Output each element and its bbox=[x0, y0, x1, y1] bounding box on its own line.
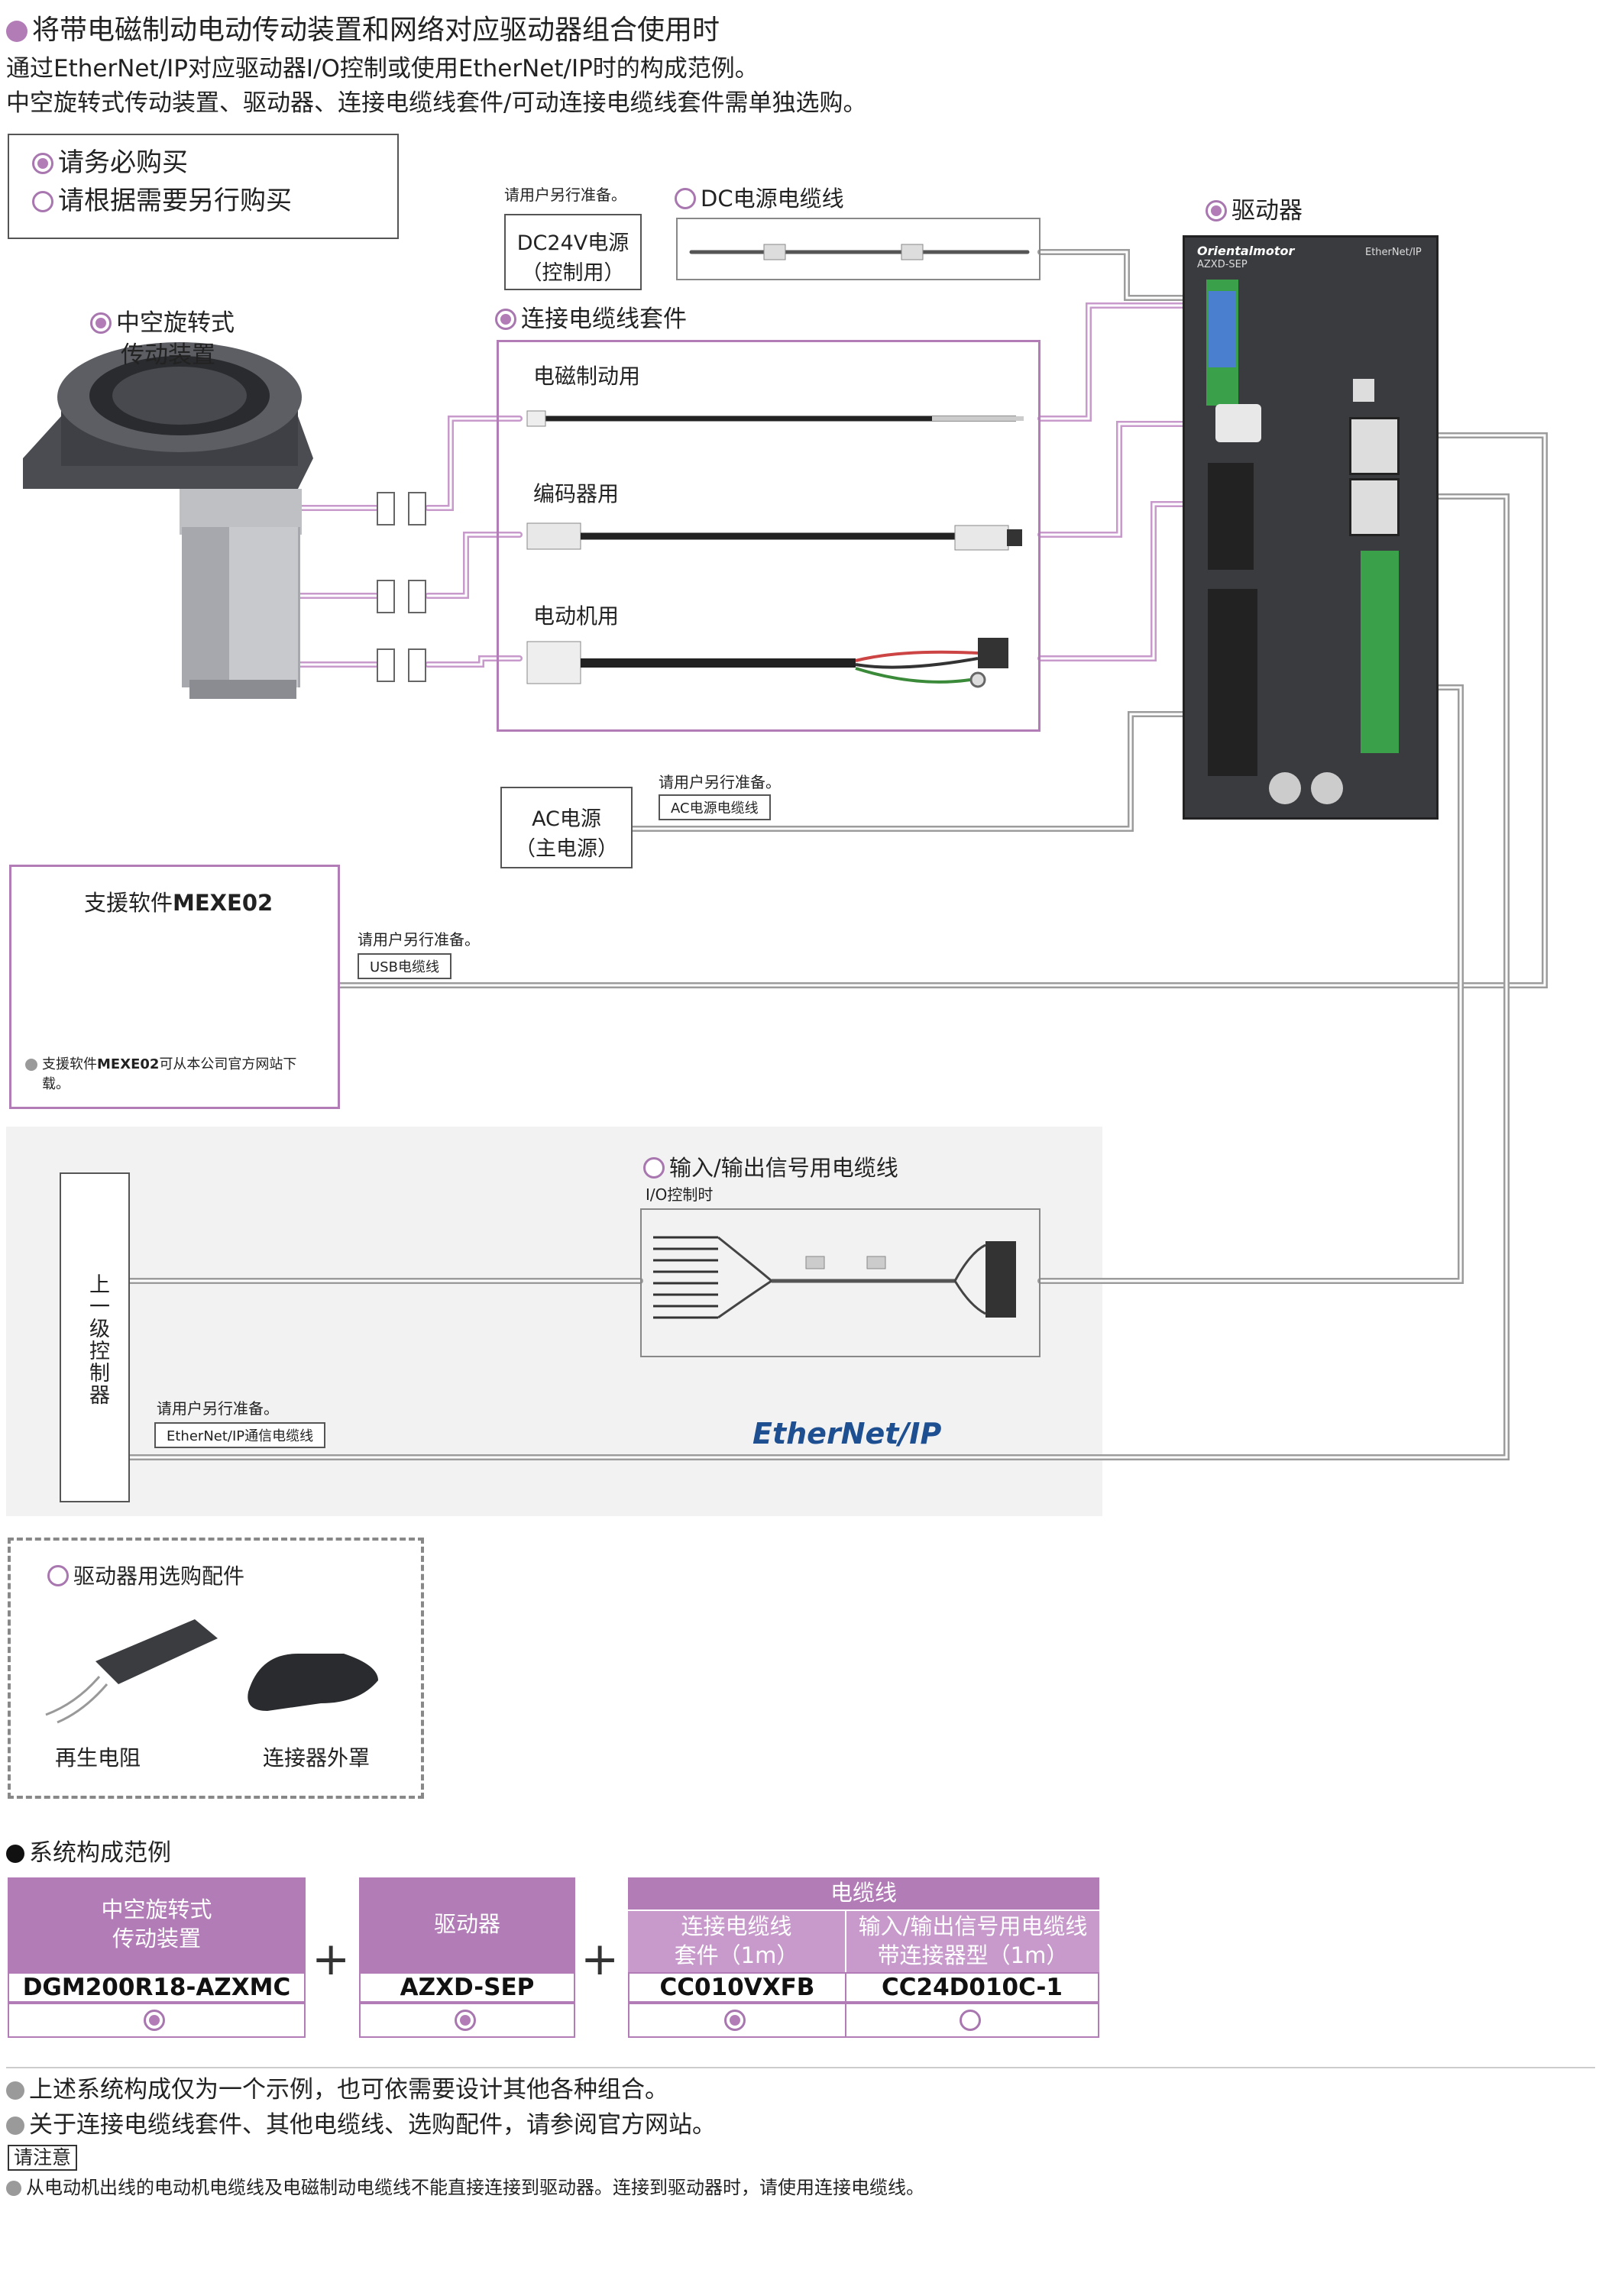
accessories-box: 驱动器用选购配件 再生电阻 连接器外罩 bbox=[8, 1538, 424, 1799]
cable-kit-header: 连接电缆线套件（1m） bbox=[628, 1911, 845, 1972]
filled-circle-icon bbox=[724, 2010, 746, 2031]
divider bbox=[6, 2067, 1595, 2068]
dc-power-sub: （控制用） bbox=[521, 261, 625, 285]
driver-net-print: EtherNet/IP bbox=[1365, 247, 1422, 258]
plc-label: 上一级控制器 bbox=[86, 1273, 109, 1406]
ethernet-port-1 bbox=[1349, 417, 1400, 475]
driver-code: AZXD-SEP bbox=[359, 1972, 575, 2003]
actuator-label-2: 传动装置 bbox=[121, 341, 215, 369]
io-control-label: I/O控制时 bbox=[646, 1185, 714, 1204]
filled-circle-icon bbox=[495, 309, 516, 330]
intro-line-2: 中空旋转式传动装置、驱动器、连接电缆线套件/可动连接电缆线套件需单独选购。 bbox=[6, 89, 867, 117]
usb-cable-tag: USB电缆线 bbox=[358, 953, 451, 979]
driver-brand: Orientalmotor bbox=[1197, 244, 1295, 258]
actuator-mark bbox=[8, 2003, 306, 2038]
software-note: 支援软件MEXE02可从本公司官方网站下 bbox=[25, 1056, 296, 1073]
purple-dot-icon bbox=[6, 21, 28, 42]
user-prepare-note-1: 请用户另行准备。 bbox=[504, 186, 626, 204]
io-cable-label: 输入/输出信号用电缆线 bbox=[643, 1155, 898, 1182]
plus-icon: + bbox=[581, 1932, 620, 1986]
ground-screw-2 bbox=[1311, 772, 1343, 804]
actuator-code: DGM200R18-AZXMC bbox=[8, 1972, 306, 2003]
filled-circle-icon bbox=[32, 153, 53, 174]
note-3: 从电动机出线的电动机电缆线及电磁制动电缆线不能直接连接到驱动器。连接到驱动器时，… bbox=[6, 2177, 924, 2199]
driver-header: 驱动器 bbox=[359, 1877, 575, 1972]
empty-circle-icon bbox=[643, 1157, 665, 1179]
cable-kit-code: CC010VXFB bbox=[628, 1972, 846, 2003]
cable-kit-box: 电磁制动用 编码器用 电动机用 bbox=[497, 340, 1040, 732]
black-dot-icon bbox=[6, 1845, 24, 1863]
ethernet-port-2 bbox=[1349, 478, 1400, 536]
software-title: 支援软件MEXE02 bbox=[84, 890, 273, 916]
attention-label: 请注意 bbox=[8, 2145, 78, 2171]
usb-port bbox=[1353, 379, 1374, 402]
connector-cover-label: 连接器外罩 bbox=[263, 1745, 371, 1771]
ac-power-sub: （主电源） bbox=[515, 837, 618, 861]
filled-circle-icon bbox=[144, 2010, 165, 2031]
system-title: 系统构成范例 bbox=[6, 1839, 171, 1868]
legend-optional: 请根据需要另行购买 bbox=[32, 186, 292, 217]
actuator-graphic bbox=[23, 342, 313, 699]
intro-line-1: 通过EtherNet/IP对应驱动器I/O控制或使用EtherNet/IP时的构… bbox=[6, 55, 759, 82]
io-cable-box bbox=[640, 1208, 1040, 1357]
grey-dot-icon bbox=[6, 2181, 21, 2196]
cable-kit-label: 连接电缆线套件 bbox=[495, 306, 687, 334]
io-cable-mark bbox=[845, 2003, 1099, 2038]
software-note-2: 载。 bbox=[42, 1076, 70, 1092]
plc-box: 上一级控制器 bbox=[60, 1172, 130, 1502]
driver-label: 驱动器 bbox=[1206, 197, 1303, 225]
grey-dot-icon bbox=[25, 1059, 37, 1071]
legend-required: 请务必购买 bbox=[32, 147, 188, 179]
empty-circle-icon bbox=[959, 2010, 981, 2031]
regen-resistor-label: 再生电阻 bbox=[55, 1745, 141, 1771]
empty-circle-icon bbox=[675, 188, 696, 209]
cn4-power-connector bbox=[1208, 589, 1257, 776]
ac-power-box: AC电源 （主电源） bbox=[500, 787, 633, 868]
note-1: 上述系统构成仅为一个示例，也可依需要设计其他各种组合。 bbox=[6, 2076, 668, 2104]
ac-power-label: AC电源 bbox=[532, 807, 601, 831]
dc-cable-label: DC电源电缆线 bbox=[675, 186, 844, 212]
actuator-label: 中空旋转式 bbox=[90, 309, 235, 338]
plus-icon: + bbox=[312, 1932, 351, 1986]
driver-mark bbox=[359, 2003, 575, 2038]
grey-dot-icon bbox=[6, 2117, 24, 2135]
grey-dot-icon bbox=[6, 2081, 24, 2100]
cn3-motor-connector bbox=[1208, 463, 1254, 570]
driver-unit: Orientalmotor AZXD-SEP EtherNet/IP bbox=[1183, 235, 1439, 820]
ground-screw-1 bbox=[1269, 772, 1301, 804]
cn2-encoder-port bbox=[1215, 404, 1261, 442]
cn7-io-connector bbox=[1361, 551, 1399, 753]
page-title: 将带电磁制动电动传动装置和网络对应驱动器组合使用时 bbox=[6, 14, 720, 47]
note-2: 关于连接电缆线套件、其他电缆线、选购配件，请参阅官方网站。 bbox=[6, 2111, 716, 2139]
cn1-blue-terminal bbox=[1208, 291, 1235, 367]
legend-box: 请务必购买 请根据需要另行购买 bbox=[8, 134, 399, 239]
user-prepare-note-2: 请用户另行准备。 bbox=[659, 773, 781, 791]
encoder-cable-label: 编码器用 bbox=[533, 481, 620, 506]
ac-cable-tag: AC电源电缆线 bbox=[659, 794, 771, 820]
ethernet-ip-logo: EtherNet/IP bbox=[752, 1417, 942, 1450]
empty-circle-icon bbox=[32, 191, 53, 212]
user-prepare-note-4: 请用户另行准备。 bbox=[157, 1399, 279, 1418]
actuator-header: 中空旋转式传动装置 bbox=[8, 1877, 306, 1972]
dc-power-label: DC24V电源 bbox=[516, 231, 629, 255]
filled-circle-icon bbox=[90, 312, 112, 334]
filled-circle-icon bbox=[1206, 200, 1227, 222]
filled-circle-icon bbox=[454, 2010, 476, 2031]
ethernet-cable-tag: EtherNet/IP通信电缆线 bbox=[154, 1422, 326, 1448]
driver-model-print: AZXD-SEP bbox=[1197, 259, 1248, 270]
dc-cable-box bbox=[676, 218, 1040, 280]
io-cable-code: CC24D010C-1 bbox=[845, 1972, 1099, 2003]
brake-cable-label: 电磁制动用 bbox=[533, 364, 641, 389]
dc-power-box: DC24V电源 （控制用） bbox=[504, 214, 642, 290]
motor-cable-label: 电动机用 bbox=[533, 603, 620, 629]
io-cable-header: 输入/输出信号用电缆线带连接器型（1m） bbox=[846, 1911, 1099, 1972]
empty-circle-icon bbox=[47, 1565, 69, 1586]
software-box: 支援软件MEXE02 支援软件MEXE02可从本公司官方网站下 载。 bbox=[9, 865, 340, 1109]
cable-group-header: 电缆线 bbox=[628, 1877, 1099, 1910]
cable-kit-mark bbox=[628, 2003, 846, 2038]
controller-panel-bg bbox=[6, 1127, 1102, 1516]
accessories-title: 驱动器用选购配件 bbox=[47, 1564, 244, 1589]
user-prepare-note-3: 请用户另行准备。 bbox=[358, 930, 480, 949]
